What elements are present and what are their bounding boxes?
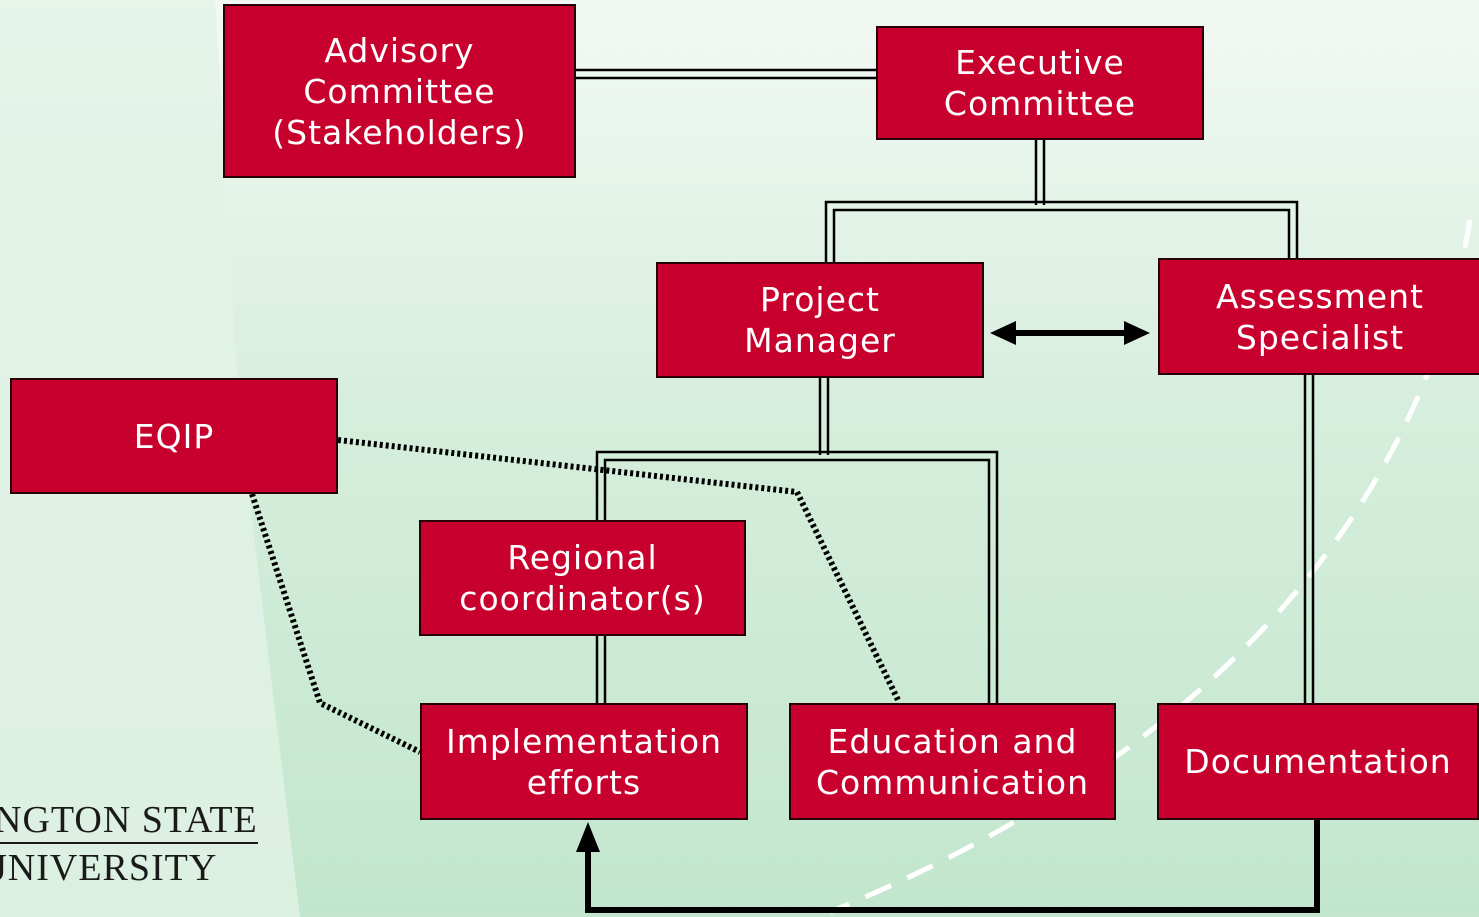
pm-assessment-arrowhead-left <box>990 321 1016 345</box>
eqip-implementation-dotted <box>249 493 422 755</box>
feedback-arrowhead <box>576 822 600 852</box>
logo-line-2: JNIVERSITY <box>0 847 218 889</box>
logo-line-1: NGTON STATE <box>0 799 258 841</box>
pm-assessment-arrowhead-right <box>1124 321 1150 345</box>
project-manager-box: Project Manager <box>656 262 984 378</box>
executive-committee-box: Executive Committee <box>876 26 1204 140</box>
top-branch-outer <box>824 200 1299 262</box>
mid-branch-inner <box>603 458 991 703</box>
implementation-efforts-box: Implementation efforts <box>420 703 748 820</box>
documentation-box: Documentation <box>1157 703 1479 820</box>
feedback-loop-line <box>585 820 1320 913</box>
assessment-specialist-box: Assessment Specialist <box>1158 258 1479 375</box>
regional-coordinator-box: Regional coordinator(s) <box>419 520 746 636</box>
advisory-committee-box: Advisory Committee (Stakeholders) <box>223 4 576 178</box>
eqip-box: EQIP <box>10 378 338 494</box>
top-branch-inner <box>832 208 1291 262</box>
education-communication-box: Education and Communication <box>789 703 1116 820</box>
logo-rule <box>0 842 258 844</box>
university-logo: NGTON STATE JNIVERSITY <box>0 790 270 910</box>
mid-branch-outer <box>595 450 999 703</box>
